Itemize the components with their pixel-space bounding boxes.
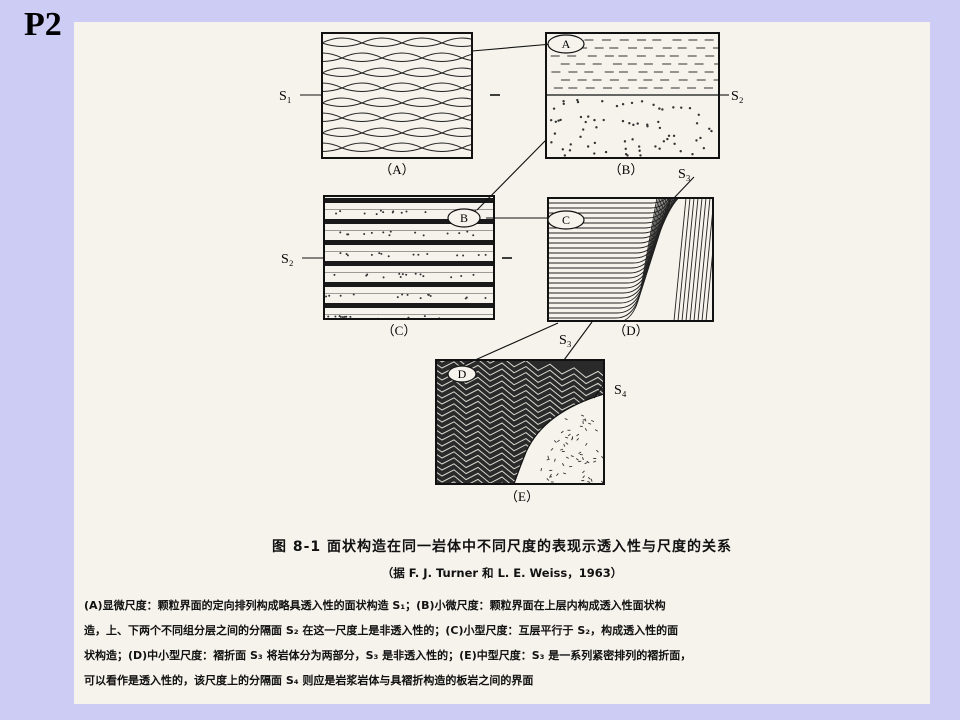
panel-a-diagram: （A） (321, 32, 473, 177)
figure-description: (A)显微尺度：颗粒界面的定向排列构成略具透入性的面状构造 S₁；(B)小微尺度… (84, 593, 926, 693)
callout-d-circle (447, 365, 477, 383)
panel-e-diagram: （E） (435, 359, 605, 504)
panel-b-label: （B） (609, 162, 644, 177)
surface-s4-label: S₄ (614, 383, 627, 398)
surface-s2-label-b: S₂ (731, 89, 744, 104)
panel-e-label: （E） (505, 489, 539, 504)
figure-diagram: （A） （B） （C） （D） （E） (279, 32, 744, 504)
connector-lines (300, 43, 729, 399)
description-line: 状构造；(D)中小型尺度：褶折面 S₃ 将岩体分为两部分，S₃ 是非透入性的；(… (84, 649, 692, 662)
description-line: 可以看作是透入性的，该尺度上的分隔面 S₄ 则应是岩浆岩体与具褶折构造的板岩之间… (84, 674, 534, 687)
description-line: 造，上、下两个不同组分层之间的分隔面 S₂ 在这一尺度上是非透入性的；(C)小型… (84, 624, 679, 637)
callout-c-circle (547, 210, 585, 230)
panel-a-label: （A） (379, 162, 414, 177)
figure-source: （据 F. J. Turner 和 L. E. Weiss，1963） (381, 566, 623, 580)
surface-s3-label-d: S₃ (678, 167, 691, 182)
callout-c-text: C (562, 213, 570, 227)
surface-s3-label-e: S₃ (559, 333, 572, 348)
figure-title: 图 8-1 面状构造在同一岩体中不同尺度的表现示透入性与尺度的关系 (271, 539, 733, 555)
callout-b-text: B (460, 211, 468, 225)
panel-d-label: （D） (613, 323, 648, 338)
surface-s1-label: S₁ (279, 89, 292, 104)
callout-b-circle (447, 208, 481, 228)
description-line: (A)显微尺度：颗粒界面的定向排列构成略具透入性的面状构造 S₁；(B)小微尺度… (84, 599, 666, 612)
figure-scan: （A） （B） （C） （D） （E） (74, 22, 930, 704)
callout-a-text: A (562, 37, 571, 51)
panel-c-label: （C） (382, 323, 417, 338)
panel-c-diagram: （C） (323, 195, 495, 338)
panel-d-diagram: （D） (547, 197, 714, 338)
panel-b-diagram: （B） (545, 32, 720, 177)
callout-d-text: D (458, 367, 467, 381)
slide-number-label: P2 (24, 6, 62, 43)
callout-a-circle (547, 34, 585, 54)
surface-s2-label-c: S₂ (281, 252, 294, 267)
